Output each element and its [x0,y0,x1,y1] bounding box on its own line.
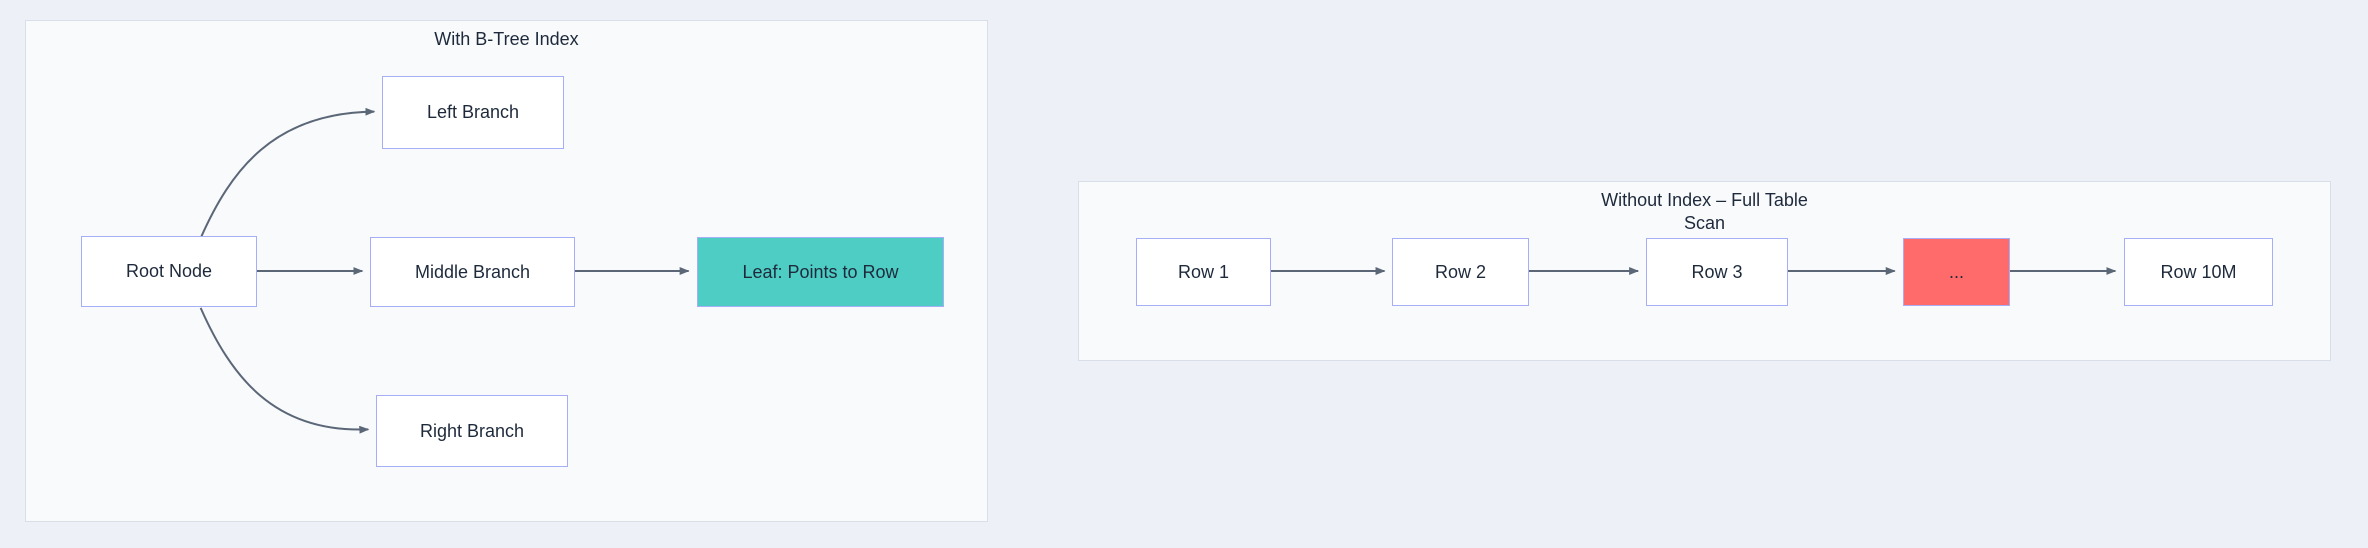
node-root: Root Node [81,236,257,307]
node-left-branch: Left Branch [382,76,564,149]
node-row-10m: Row 10M [2124,238,2273,306]
edge-root-to-right-branch [199,307,370,434]
node-row-2: Row 2 [1392,238,1529,306]
edge-root-to-left-branch [199,107,376,239]
fullscan-panel-title: Without Index – Full Table Scan [1601,190,1808,234]
node-middle-branch: Middle Branch [370,237,575,307]
fullscan-panel: Without Index – Full Table Scan Row 1 Ro… [1078,181,2331,361]
btree-panel-title: With B-Tree Index [434,29,579,49]
btree-panel: With B-Tree Index Root Node Left Branch … [25,20,988,522]
node-row-3: Row 3 [1646,238,1788,306]
node-ellipsis: ... [1903,238,2010,306]
node-right-branch: Right Branch [376,395,568,467]
node-row-1: Row 1 [1136,238,1271,306]
node-leaf-points-to-row: Leaf: Points to Row [697,237,944,307]
